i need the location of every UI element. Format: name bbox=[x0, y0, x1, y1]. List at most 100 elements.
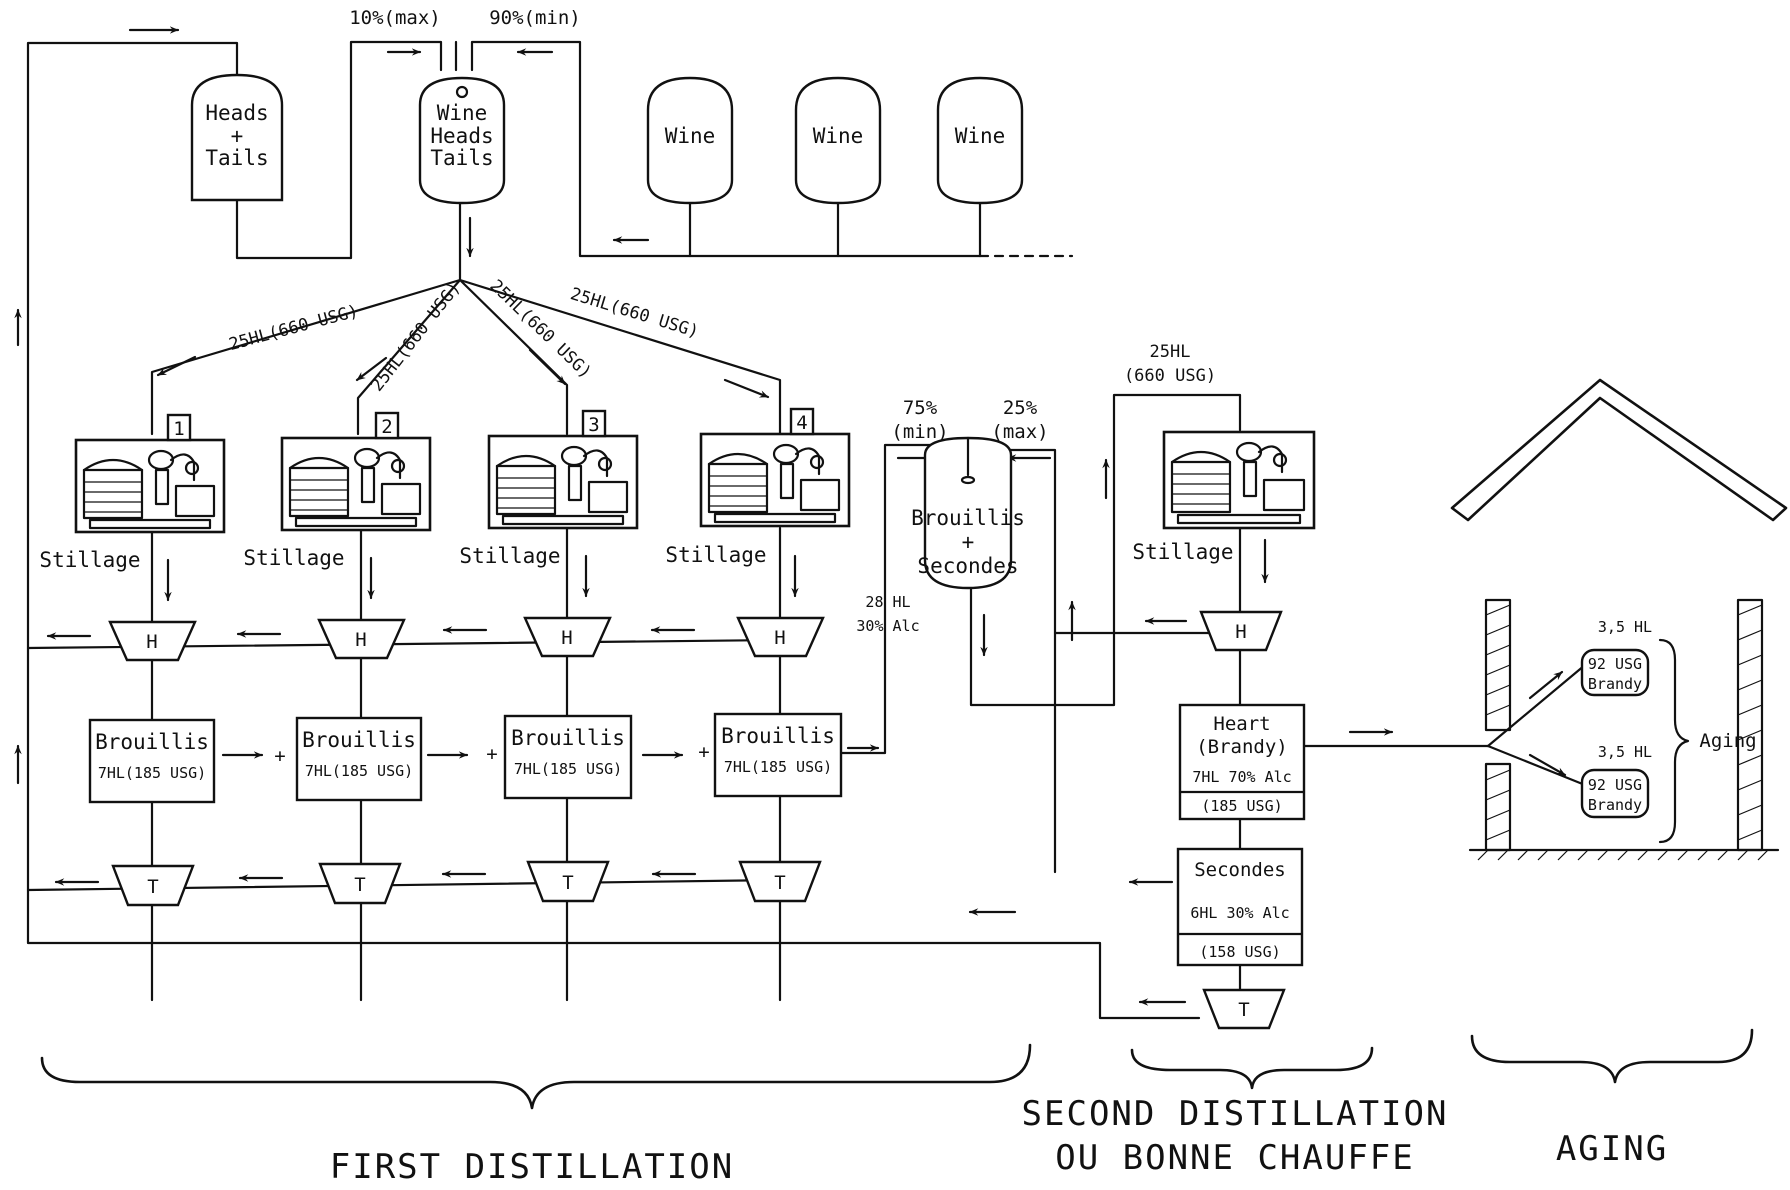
still-number-box bbox=[374, 411, 400, 440]
charge-label-1: 25HL(660 USG) bbox=[227, 301, 361, 355]
wine-tank-3: Wine bbox=[936, 76, 1024, 205]
first-distillation-label: FIRST DISTILLATION bbox=[330, 1147, 734, 1187]
tails-label: T bbox=[562, 872, 573, 894]
wine-tank-2: Wine bbox=[794, 76, 882, 205]
brouillis-title: Brouillis bbox=[302, 728, 416, 752]
tank-label-line: Heads bbox=[430, 124, 493, 148]
second-still bbox=[1162, 430, 1316, 530]
tails-receiver-3: T bbox=[526, 860, 610, 903]
first-distillation-brace bbox=[40, 1043, 1032, 1110]
wall-hatching bbox=[1485, 604, 1763, 841]
stillage-label: Stillage bbox=[459, 544, 560, 568]
bonne-chauffe-label: OU BONNE CHAUFFE bbox=[1055, 1138, 1415, 1178]
still-number: 1 bbox=[173, 418, 184, 440]
percent-label: (min) bbox=[891, 421, 948, 443]
barrel-usg: 92 USG bbox=[1588, 655, 1642, 673]
percent-label: 25% bbox=[1003, 397, 1038, 419]
wine-feed-line bbox=[470, 40, 982, 258]
secondes-title: Secondes bbox=[1194, 859, 1286, 881]
flow-arrows bbox=[14, 26, 1567, 1006]
still-3 bbox=[487, 434, 639, 530]
alembic-still-icon bbox=[707, 443, 841, 524]
percent-label: 90%(min) bbox=[489, 7, 581, 29]
second-distillation-brace bbox=[1130, 1046, 1374, 1090]
barrel-2: 92 USG Brandy bbox=[1580, 768, 1650, 819]
still-4 bbox=[699, 432, 851, 528]
heads-label: H bbox=[774, 627, 785, 649]
still-number-box bbox=[581, 409, 607, 438]
tank-label-line: Tails bbox=[430, 146, 493, 170]
tank-label: Wine bbox=[665, 124, 716, 148]
stillage-label: Stillage bbox=[243, 546, 344, 570]
brouillis-secondes-tank: Brouillis + Secondes bbox=[911, 436, 1025, 590]
heads-label: H bbox=[561, 627, 572, 649]
tank-label-line: + bbox=[962, 530, 975, 554]
mixer-icon bbox=[455, 85, 469, 99]
alembic-still-icon bbox=[495, 445, 629, 526]
heart-box: Heart (Brandy) 7HL 70% Alc (185 USG) bbox=[1178, 703, 1306, 821]
heads-tails-tank: Heads + Tails bbox=[190, 73, 284, 202]
aging-section-label: AGING bbox=[1556, 1129, 1668, 1169]
tank-label: Wine bbox=[955, 124, 1006, 148]
charge-line-4 bbox=[458, 278, 782, 436]
charge-label-2: 25HL(660 USG) bbox=[367, 278, 465, 395]
brouillis-title: Brouillis bbox=[511, 726, 625, 750]
tails-label: T bbox=[354, 874, 365, 896]
still-number: 2 bbox=[381, 416, 392, 438]
barrel-label: Brandy bbox=[1588, 675, 1642, 693]
second-tails-receiver: T bbox=[1202, 988, 1286, 1030]
barrel-1: 92 USG Brandy bbox=[1580, 648, 1650, 697]
heart-usg: (185 USG) bbox=[1201, 797, 1282, 815]
brouillis-box-4: Brouillis 7HL(185 USG) bbox=[713, 712, 843, 798]
brouillis-volume: 7HL(185 USG) bbox=[98, 764, 206, 782]
arrow-icon bbox=[355, 356, 388, 382]
brouillis-volume: 7HL(185 USG) bbox=[305, 762, 413, 780]
heads-receiver-3: H bbox=[523, 616, 612, 658]
charge-line-1 bbox=[150, 278, 462, 436]
second-distillation-label: SECOND DISTILLATION bbox=[1022, 1094, 1449, 1134]
stillage-label: Stillage bbox=[1132, 540, 1233, 564]
alembic-still-icon bbox=[288, 447, 422, 528]
percent-label: (max) bbox=[991, 421, 1048, 443]
heads-label: H bbox=[1235, 621, 1246, 643]
floor-hatching bbox=[1477, 849, 1769, 861]
alembic-still-icon bbox=[1170, 441, 1306, 525]
brouillis-volume: 7HL(185 USG) bbox=[724, 758, 832, 776]
barrel-volume: 3,5 HL bbox=[1598, 618, 1652, 636]
aging-split-line-1 bbox=[1486, 663, 1587, 748]
arrow-icon bbox=[528, 348, 567, 386]
aging-brace bbox=[1658, 638, 1690, 844]
arrow-icon bbox=[1528, 753, 1567, 777]
wine-tank-1: Wine bbox=[646, 76, 734, 205]
tank-to-second-still-line bbox=[969, 393, 1242, 707]
brouillis-volume: 7HL(185 USG) bbox=[514, 760, 622, 778]
brouillis-title: Brouillis bbox=[95, 730, 209, 754]
tank-label-line: Brouillis bbox=[911, 506, 1025, 530]
brouillis-box-2: Brouillis 7HL(185 USG) bbox=[295, 716, 423, 802]
brouillis-total-volume: 28 HL bbox=[865, 593, 910, 611]
still-number: 3 bbox=[588, 414, 599, 436]
charge-line-3 bbox=[458, 278, 569, 436]
cellar-roof bbox=[1450, 378, 1788, 522]
heads-tails-feed-line bbox=[235, 40, 443, 260]
heads-receiver-4: H bbox=[736, 616, 825, 658]
brouillis-box-1: Brouillis 7HL(185 USG) bbox=[88, 718, 216, 804]
secondes-usg: (158 USG) bbox=[1199, 943, 1280, 961]
percent-label: 75% bbox=[903, 397, 938, 419]
brouillis-box-3: Brouillis 7HL(185 USG) bbox=[503, 714, 633, 800]
heart-title: Heart bbox=[1213, 713, 1270, 735]
alembic-still-icon bbox=[82, 449, 216, 530]
still-number: 4 bbox=[796, 412, 807, 434]
barrel-volume: 3,5 HL bbox=[1598, 743, 1652, 761]
heads-receiver-2: H bbox=[317, 618, 406, 660]
secondes-spec: 6HL 30% Alc bbox=[1190, 904, 1289, 922]
aging-brace-bottom bbox=[1470, 1028, 1754, 1084]
heads-receiver-1: H bbox=[108, 620, 197, 662]
stillage-label: Stillage bbox=[665, 543, 766, 567]
heads-label: H bbox=[146, 631, 157, 653]
percent-label: 10%(max) bbox=[349, 7, 441, 29]
barrel-label: Brandy bbox=[1588, 796, 1642, 814]
arrow-icon bbox=[1528, 670, 1564, 700]
tails-receiver-1: T bbox=[111, 864, 195, 907]
